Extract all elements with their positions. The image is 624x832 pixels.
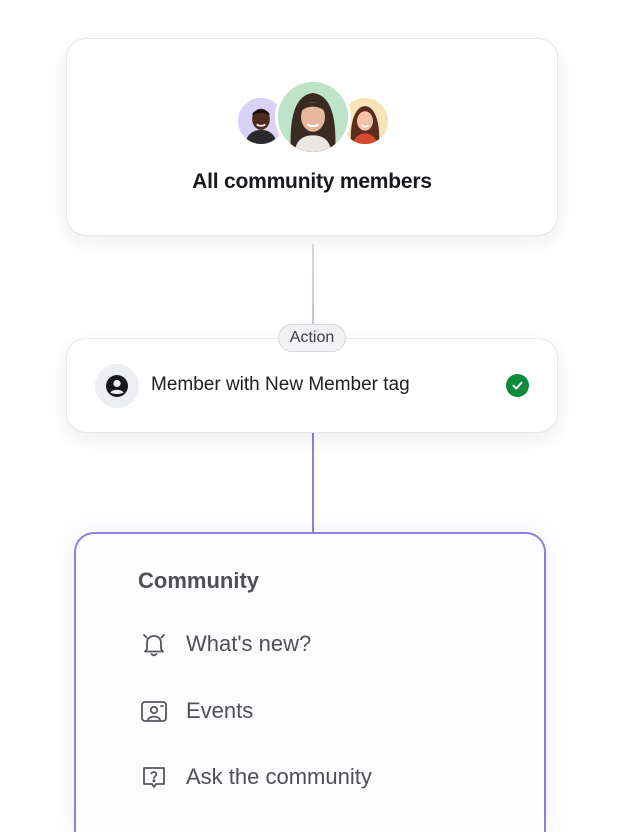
member-filter-card[interactable]: Member with New Member tag bbox=[66, 338, 558, 433]
nav-item-label: Events bbox=[186, 698, 254, 723]
member-filter-label: Member with New Member tag bbox=[151, 374, 410, 395]
question-chat-icon bbox=[138, 761, 170, 793]
nav-item-ask-community[interactable]: Ask the community bbox=[138, 761, 372, 793]
events-icon bbox=[138, 695, 170, 727]
bell-icon bbox=[138, 628, 170, 660]
community-panel: Community What's new? Events bbox=[74, 532, 546, 832]
audience-title: All community members bbox=[192, 170, 432, 193]
flow-connector bbox=[312, 432, 314, 533]
panel-title: Community bbox=[138, 568, 259, 593]
audience-card[interactable]: All community members bbox=[66, 38, 558, 236]
user-circle-icon bbox=[95, 364, 139, 408]
nav-item-whats-new[interactable]: What's new? bbox=[138, 628, 311, 660]
action-badge: Action bbox=[278, 324, 346, 352]
nav-item-label: Ask the community bbox=[186, 764, 372, 789]
nav-item-label: What's new? bbox=[186, 631, 312, 656]
flow-connector bbox=[312, 244, 314, 324]
avatar-group bbox=[67, 79, 557, 155]
nav-item-events[interactable]: Events bbox=[138, 695, 253, 727]
avatar bbox=[275, 79, 351, 155]
check-circle-icon bbox=[506, 374, 529, 397]
